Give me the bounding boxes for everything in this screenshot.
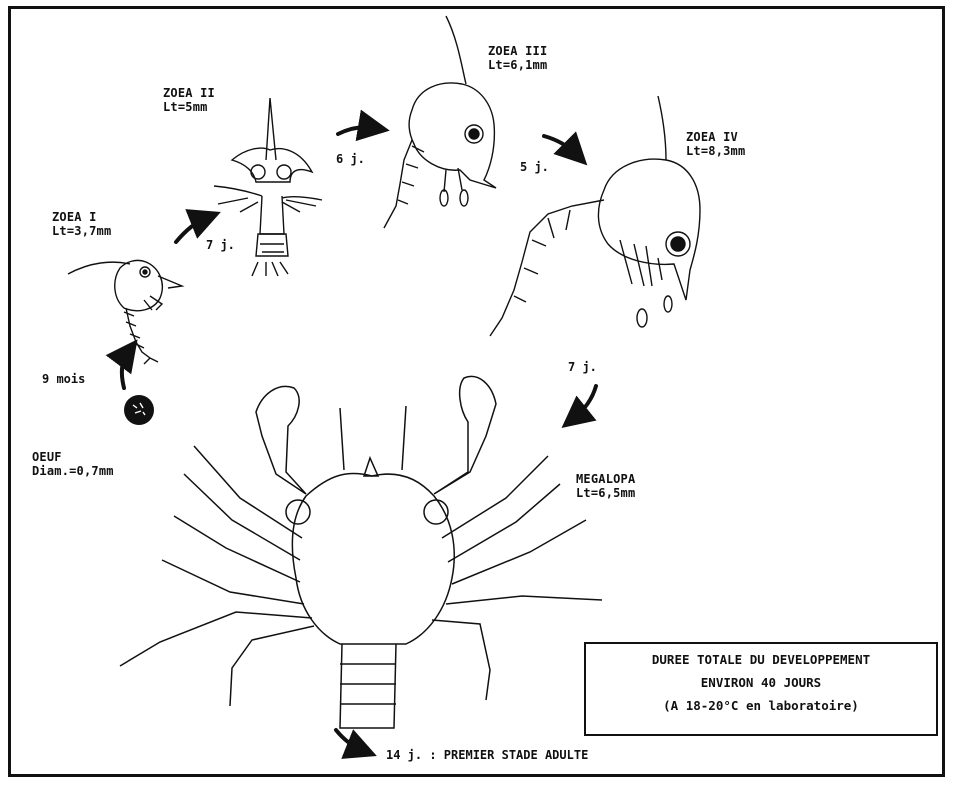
stage-arrows xyxy=(122,127,596,750)
arrow-zoea4-to-megalopa xyxy=(574,386,596,418)
zoea-1-name: ZOEA I xyxy=(52,210,97,224)
duration-megalopa-to-adult: 14 j. : PREMIER STADE ADULTE xyxy=(386,748,588,762)
duration-egg-to-zoea1: 9 mois xyxy=(42,372,85,386)
zoea-4-drawing xyxy=(490,96,700,336)
zoea-1-size: Lt=3,7mm xyxy=(52,224,111,238)
megalopa-drawing xyxy=(120,376,602,728)
zoea-4-name: ZOEA IV xyxy=(686,130,738,144)
arrow-zoea2-to-zoea3 xyxy=(338,127,374,134)
summary-line-2: ENVIRON 40 JOURS xyxy=(586,676,936,690)
summary-line-1: DUREE TOTALE DU DEVELOPPEMENT xyxy=(586,653,936,667)
zoea-3-name: ZOEA III xyxy=(488,44,547,58)
zoea-4-size: Lt=8,3mm xyxy=(686,144,745,158)
duration-zoea1-to-zoea2: 7 j. xyxy=(206,238,235,252)
zoea-2-size: Lt=5mm xyxy=(163,100,208,114)
arrow-zoea1-to-zoea2 xyxy=(176,218,206,242)
egg-name: OEUF xyxy=(32,450,62,464)
duration-zoea4-to-megalopa: 7 j. xyxy=(568,360,597,374)
summary-box: DUREE TOTALE DU DEVELOPPEMENT ENVIRON 40… xyxy=(584,642,938,736)
megalopa-name: MEGALOPA xyxy=(576,472,635,486)
zoea-2-name: ZOEA II xyxy=(163,86,215,100)
duration-zoea2-to-zoea3: 6 j. xyxy=(336,152,365,166)
summary-line-3: (A 18-20°C en laboratoire) xyxy=(586,699,936,713)
zoea-1-drawing xyxy=(68,260,182,364)
zoea-3-drawing xyxy=(384,16,496,228)
arrow-zoea3-to-zoea4 xyxy=(544,136,576,154)
egg-size: Diam.=0,7mm xyxy=(32,464,114,478)
egg-drawing xyxy=(124,395,154,425)
arrow-egg-to-zoea1 xyxy=(122,352,128,388)
zoea-3-size: Lt=6,1mm xyxy=(488,58,547,72)
duration-zoea3-to-zoea4: 5 j. xyxy=(520,160,549,174)
arrow-megalopa-to-adult xyxy=(336,730,362,750)
megalopa-size: Lt=6,5mm xyxy=(576,486,635,500)
